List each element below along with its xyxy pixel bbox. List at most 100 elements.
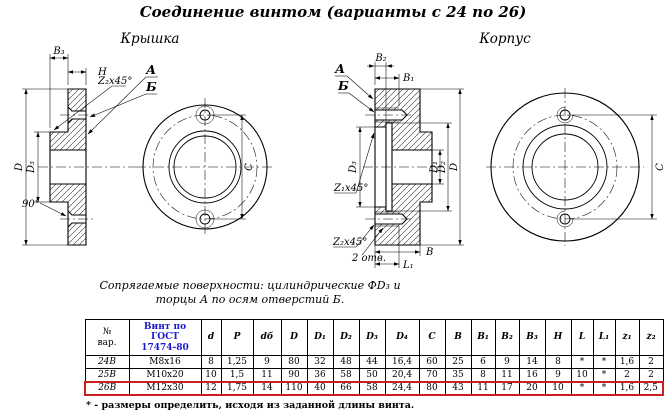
body-section-view: А Б В₂ В₁ D₃ Z₁x45° Z₂x45° [332, 53, 464, 271]
table-cell: 43 [444, 380, 472, 396]
table-cell: 80 [418, 380, 446, 396]
col-header-C: C [418, 319, 446, 356]
table-cell: * [592, 355, 616, 369]
table-cell: 10 [544, 380, 572, 396]
table-cell: 44 [358, 355, 386, 369]
table-cell: 20 [518, 380, 546, 396]
table-cell: * [570, 355, 594, 369]
col-header-D4: D₄ [384, 319, 420, 356]
table-cell: 1,6 [614, 380, 640, 396]
table-cell: М8х16 [128, 355, 202, 369]
col-header-d: d [200, 319, 222, 356]
table-cell: 2 [614, 368, 640, 382]
table-cell: 20,4 [384, 368, 420, 382]
table-cell: 58 [332, 368, 360, 382]
mating-note: Сопрягаемые поверхности: цилиндрические … [55, 279, 445, 308]
table-cell: * [570, 380, 594, 396]
body-holes-note-label: 2 отв. [351, 253, 386, 264]
table-cell: М10х20 [128, 368, 202, 382]
table-cell: 2 [638, 368, 664, 382]
col-header-D: D [280, 319, 308, 356]
table-cell: 70 [418, 368, 446, 382]
table-cell: * [592, 368, 616, 382]
col-header-B2: B₂ [494, 319, 520, 356]
col-header-B: B [444, 319, 472, 356]
body-hole-b-label: Б [337, 78, 349, 93]
body-chamfer1-label: Z₁x45° [333, 183, 368, 194]
cover-dim-b3-label: В₃ [52, 46, 64, 57]
table-row-24v: 24В М8х16 8 1,25 9 80 32 48 44 16,4 60 2… [84, 355, 664, 369]
table-cell: 58 [358, 380, 386, 396]
cover-dim-d3-label: D₃ [26, 161, 37, 174]
body-face-a-label: А [334, 61, 345, 76]
table-cell: М12х30 [128, 380, 202, 396]
table-cell: 12 [200, 380, 222, 396]
table-cell: 16,4 [384, 355, 420, 369]
page-title: Соединение винтом (варианты с 24 по 26) [139, 3, 527, 21]
table-cell: 25В [84, 368, 130, 382]
footnote: * - размеры определить, исходя из заданн… [86, 400, 415, 411]
table-cell: 1,25 [220, 355, 254, 369]
table-cell: 24В [84, 355, 130, 369]
table-cell: 90 [280, 368, 308, 382]
table-cell: 11 [494, 368, 520, 382]
body-dim-b2-label: В₂ [374, 53, 386, 64]
col-header-L1: L₁ [592, 319, 616, 356]
table-cell: 8 [544, 355, 572, 369]
table-cell: 36 [306, 368, 334, 382]
body-dim-b-label: В [425, 247, 433, 258]
table-cell: 9 [252, 355, 282, 369]
dimensions-table: № вар. Винт по ГОСТ 17474-80 d P dб D D₁… [84, 319, 664, 396]
table-cell: 8 [470, 368, 496, 382]
cover-dim-c-label: С [244, 163, 255, 171]
cover-face-a-label: А [145, 62, 156, 77]
col-header-D1: D₁ [306, 319, 334, 356]
table-header-row: № вар. Винт по ГОСТ 17474-80 d P dб D D₁… [84, 319, 664, 356]
table-cell: 14 [252, 380, 282, 396]
body-dim-d-label: D [449, 163, 460, 172]
table-cell: 6 [470, 355, 496, 369]
table-cell: 26В [84, 380, 130, 396]
table-cell: 2 [638, 355, 664, 369]
cover-chamfer-label: Z₂x45° [97, 76, 132, 87]
col-header-B3: B₃ [518, 319, 546, 356]
table-cell: 48 [332, 355, 360, 369]
table-cell: 10 [200, 368, 222, 382]
body-dim-b1-label: В₁ [402, 73, 414, 84]
table-cell: 1,75 [220, 380, 254, 396]
table-cell: 110 [280, 380, 308, 396]
table-row-26v-highlighted: 26В М12х30 12 1,75 14 110 40 66 58 24,4 … [84, 380, 664, 396]
col-header-variant: № вар. [84, 319, 130, 356]
cover-view-label: Крышка [120, 31, 180, 47]
body-chamfer2-label: Z₂x45° [332, 237, 367, 248]
table-cell: 2,5 [638, 380, 664, 396]
table-cell: 60 [418, 355, 446, 369]
body-dim-d3-label: D₃ [348, 161, 359, 174]
col-header-H: H [544, 319, 572, 356]
table-cell: 24,4 [384, 380, 420, 396]
body-dim-d1-label: D₁ [429, 161, 440, 174]
table-row-25v: 25В М10х20 10 1,5 11 90 36 58 50 20,4 70… [84, 368, 664, 382]
table-cell: 40 [306, 380, 334, 396]
body-dim-c-label: С [655, 163, 666, 171]
table-cell: 11 [470, 380, 496, 396]
table-cell: 9 [544, 368, 572, 382]
table-cell: 17 [494, 380, 520, 396]
table-cell: 14 [518, 355, 546, 369]
col-header-db: dб [252, 319, 282, 356]
body-dim-l1-label: L₁ [402, 260, 414, 271]
table-cell: 66 [332, 380, 360, 396]
cover-dim-h-label: H [97, 67, 107, 78]
table-cell: 25 [444, 355, 472, 369]
table-cell: * [592, 380, 616, 396]
cover-section-view: В₃ H Z₂x45° А Б D₃ D [14, 46, 158, 246]
table-cell: 10 [570, 368, 594, 382]
col-header-z2: z₂ [638, 319, 664, 356]
cover-hole-b-label: Б [145, 79, 157, 94]
body-dim-d2-label: D₂ [437, 161, 448, 174]
col-header-L: L [570, 319, 594, 356]
table-cell: 11 [252, 368, 282, 382]
col-header-D3: D₃ [358, 319, 386, 356]
mating-note-line1: Сопрягаемые поверхности: цилиндрические … [99, 279, 401, 292]
